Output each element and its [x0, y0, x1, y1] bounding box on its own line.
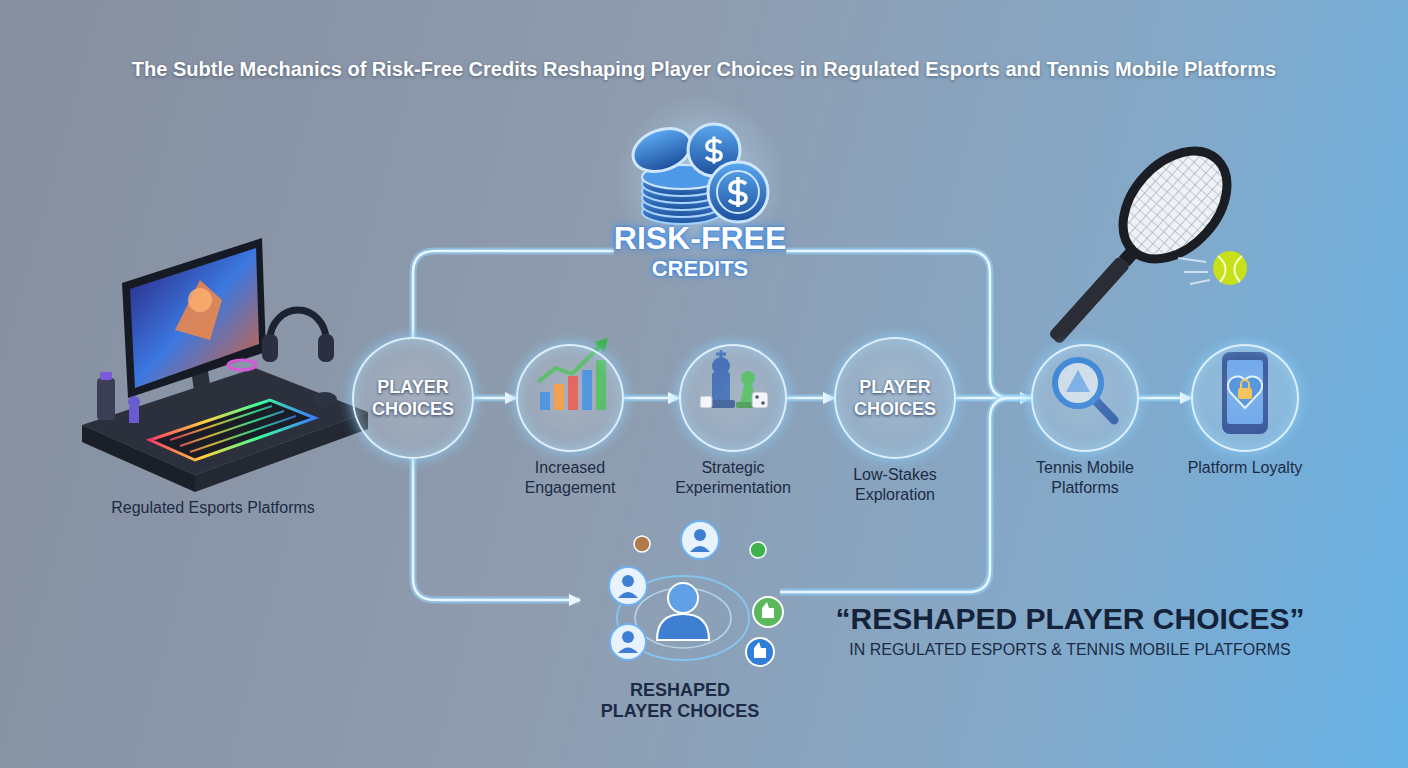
diagram-title: The Subtle Mechanics of Risk-Free Credit…	[24, 56, 1384, 82]
flow-connector	[474, 398, 516, 399]
connector-glow	[787, 395, 834, 402]
label-holder: IN REGULATED ESPORTS & TENNIS MOBILE PLA…	[849, 640, 1291, 660]
tennis-ball	[1178, 251, 1247, 285]
stage-circle: Increased Engagement	[516, 344, 624, 452]
label-holder: Regulated Esports Platforms	[111, 498, 315, 518]
node-caption: Low-Stakes Exploration	[820, 465, 970, 505]
flow-connector	[787, 398, 834, 399]
connector-line	[624, 397, 679, 400]
connector-line	[413, 251, 614, 337]
tennis-racket	[1023, 131, 1248, 368]
caption-holder: Platform Loyalty	[1170, 458, 1320, 478]
caption-holder: Tennis Mobile Platforms	[1010, 458, 1160, 498]
caption-holder: Increased Engagement	[495, 458, 645, 498]
connector-glow	[413, 251, 614, 337]
quote-subheading: IN REGULATED ESPORTS & TENNIS MOBILE PLA…	[849, 640, 1291, 660]
stage-circle: Platform Loyalty	[1191, 344, 1299, 452]
flow-connector	[1139, 398, 1191, 399]
reshaped-group: RESHAPED PLAYER CHOICES	[580, 548, 780, 722]
esports-desk	[82, 238, 368, 492]
choice-circle: PLAYER CHOICESLow-Stakes Exploration	[834, 337, 956, 459]
node-caption: Strategic Experimentation	[658, 458, 808, 498]
caption-holder: Strategic Experimentation	[658, 458, 808, 498]
flow-connector	[413, 251, 614, 337]
connector-glow	[474, 395, 516, 402]
flow-connector	[624, 398, 679, 399]
node-caption: Platform Loyalty	[1188, 458, 1303, 478]
node-label: PLAYER CHOICES	[365, 376, 461, 420]
quote-heading: “RESHAPED PLAYER CHOICES”	[836, 602, 1305, 636]
choice-circle: PLAYER CHOICES	[352, 337, 474, 459]
connector-line	[474, 397, 516, 400]
node-caption: Tennis Mobile Platforms	[1010, 458, 1160, 498]
stage-circle: Strategic Experimentation	[679, 344, 787, 452]
label-holder: “RESHAPED PLAYER CHOICES”	[836, 602, 1305, 636]
node-label: PLAYER CHOICES	[847, 376, 943, 420]
connector-line	[1139, 397, 1191, 400]
connector-glow	[1139, 395, 1191, 402]
connector-line	[787, 397, 834, 400]
stage-circle: Tennis Mobile Platforms	[1031, 344, 1139, 452]
node-caption: Increased Engagement	[495, 458, 645, 498]
node-heading: RESHAPED PLAYER CHOICES	[595, 680, 765, 722]
people-network-icon	[609, 521, 783, 666]
connector-glow	[624, 395, 679, 402]
node-heading: RISK-FREE	[614, 220, 786, 256]
credits-hub: RISK-FREECREDITS	[614, 220, 786, 282]
node-subheading: CREDITS	[614, 256, 786, 282]
caption-holder: Low-Stakes Exploration	[820, 465, 970, 505]
platform-caption: Regulated Esports Platforms	[111, 498, 315, 518]
